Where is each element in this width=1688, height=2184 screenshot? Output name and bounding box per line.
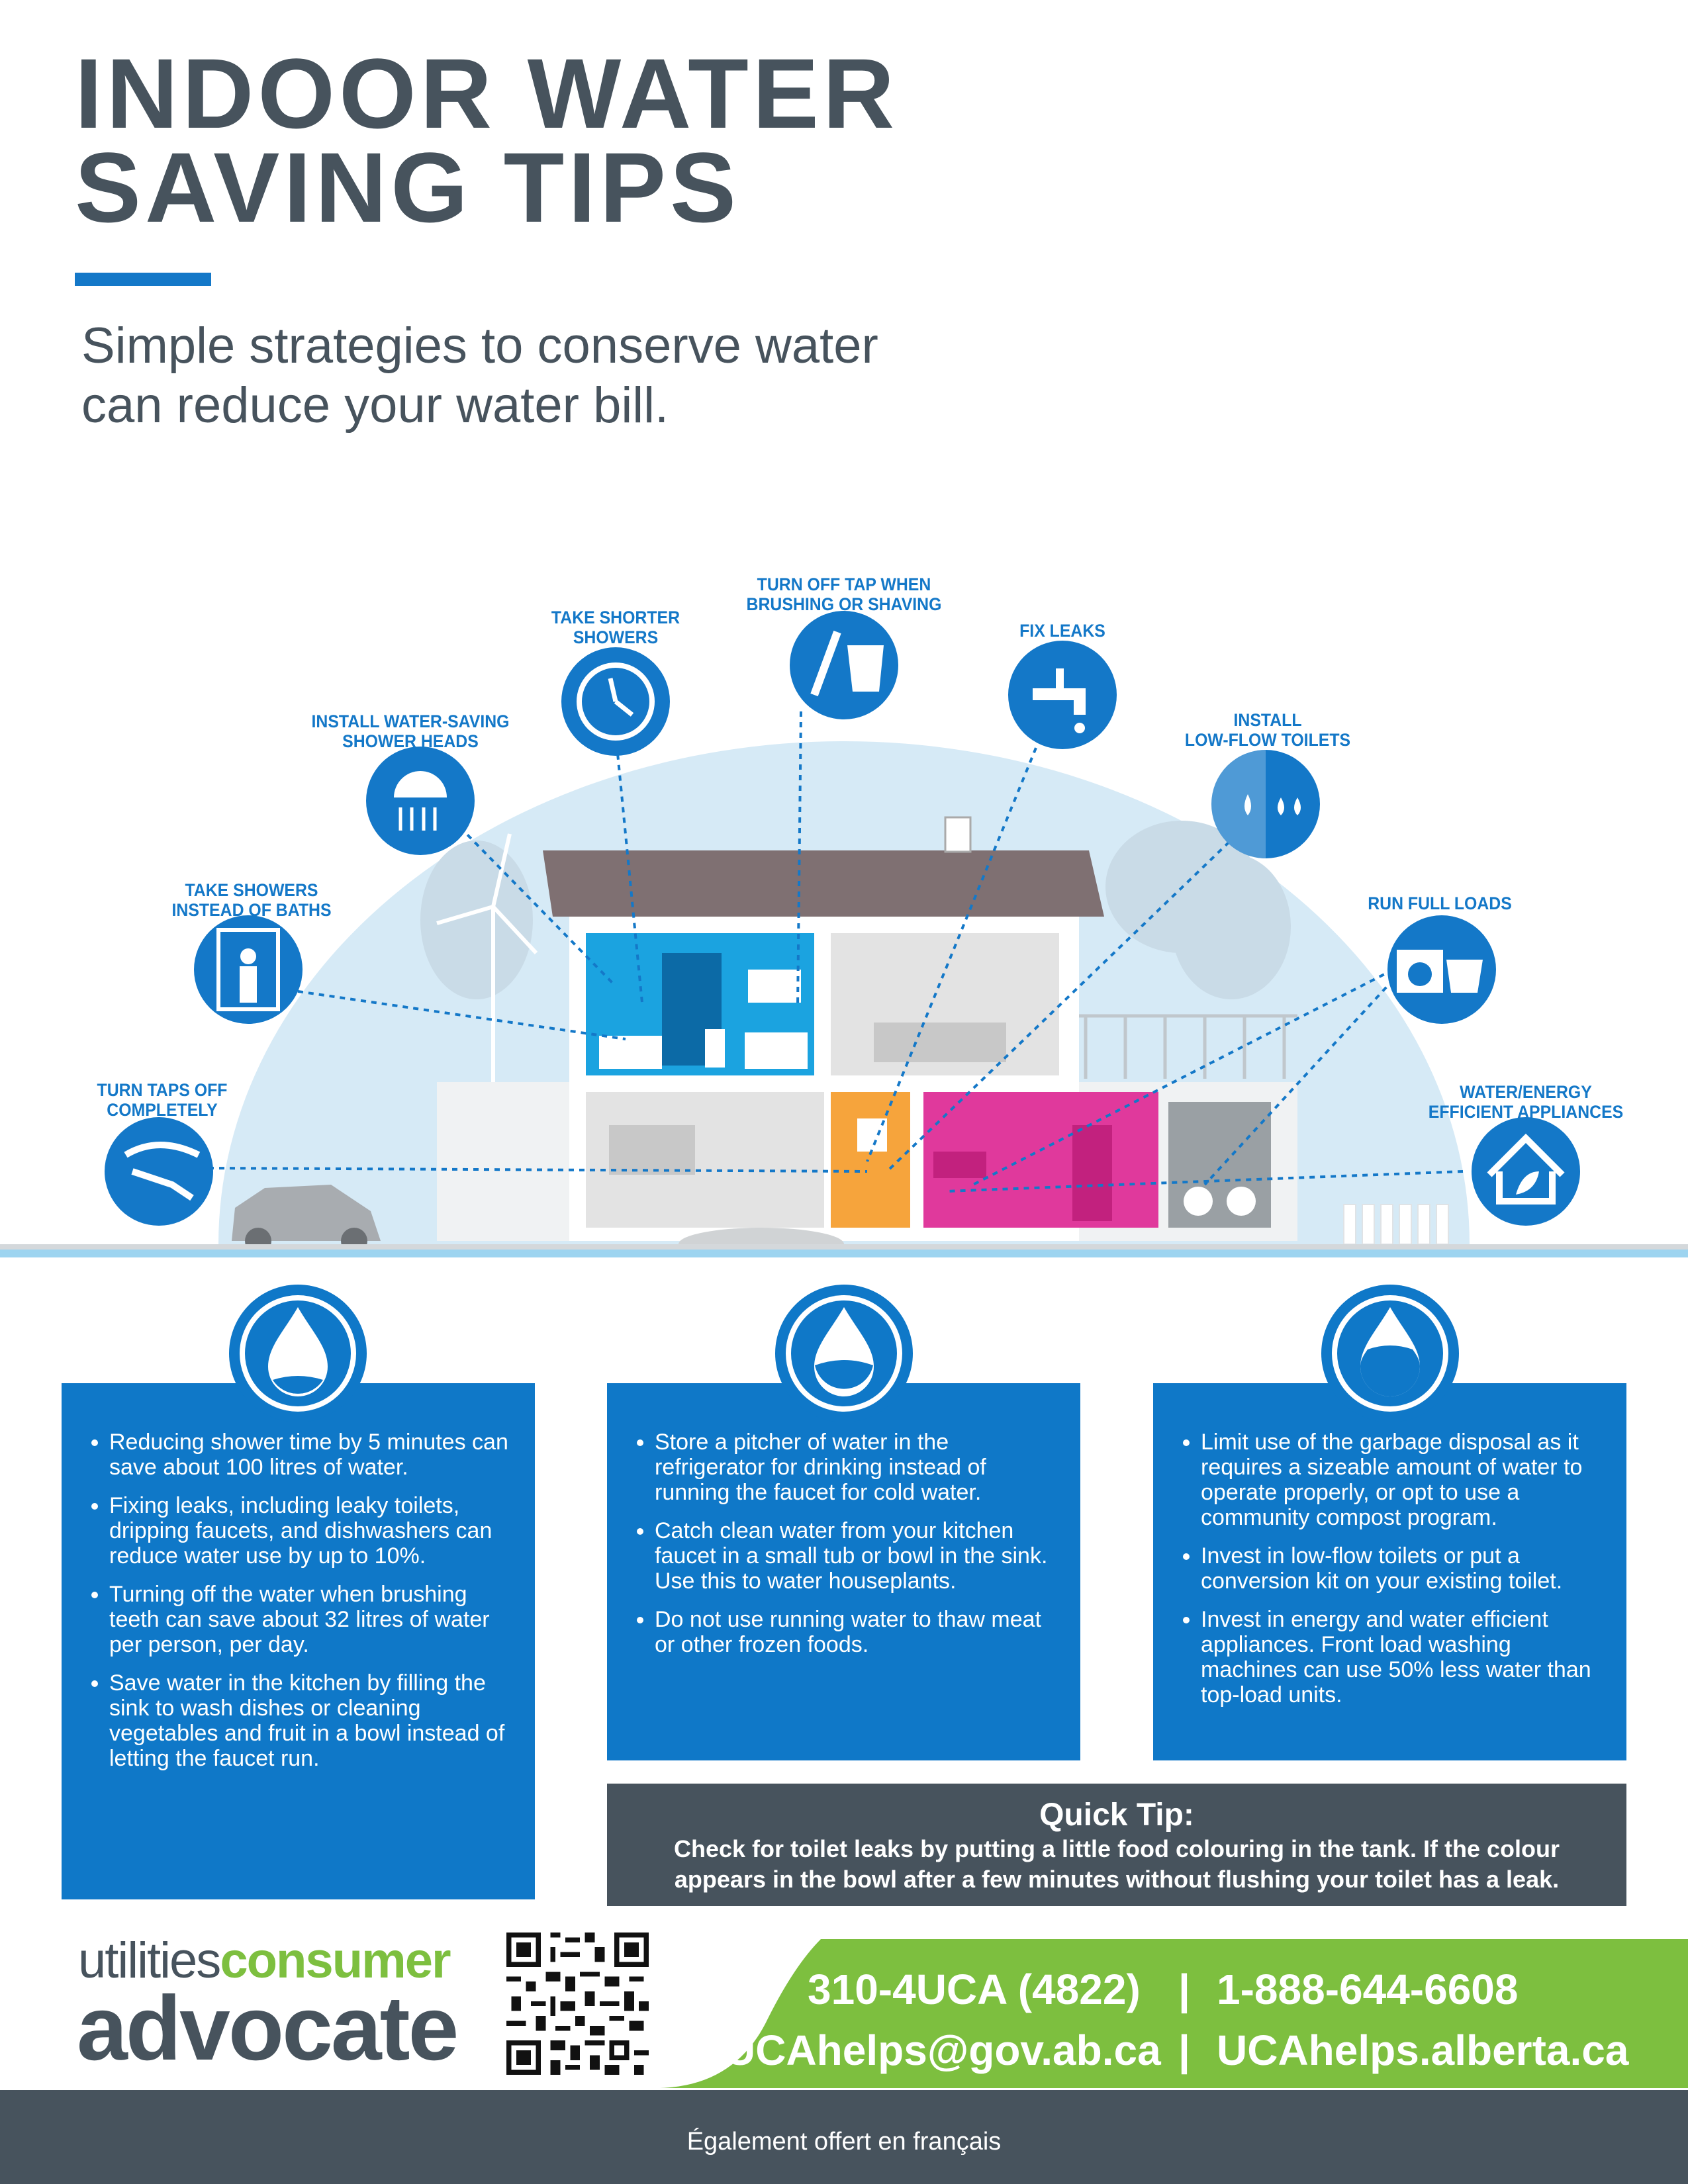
water-drop-low-icon [229,1285,367,1422]
house-scene-svg [0,611,1688,1334]
fence [1343,1204,1449,1245]
fix-leaks-circle [1008,641,1117,749]
tip-label-low-flow-toilets: INSTALL LOW-FLOW TOILETS [1173,710,1362,750]
tip-label-full-loads: RUN FULL LOADS [1360,893,1519,913]
tip-label-line: INSTALL WATER-SAVING [311,711,510,731]
tip-label-line: FIX LEAKS [1019,621,1105,641]
house-roof [543,850,1104,917]
quick-tip-text: Check for toilet leaks by putting a litt… [673,1835,1560,1893]
separator: | [1178,2026,1190,2074]
tap-brushing-circle [790,611,898,719]
low-flow-toilets-circle [1211,750,1320,858]
tip-box-2: Store a pitcher of water in the refriger… [607,1383,1080,1760]
tip-label-efficient-appliances: WATER/ENERGY EFFICIENT APPLIANCES [1416,1082,1635,1122]
tip-box-1: Reducing shower time by 5 minutes can sa… [62,1383,535,1899]
phone-toll-free[interactable]: 1-888-644-6608 [1217,1966,1519,2013]
tip-label-line: INSTEAD OF BATHS [171,900,332,920]
tip-label-line: SHOWERS [573,627,659,647]
title-underline [75,273,211,286]
tip-label-turn-taps-off: TURN TAPS OFF COMPLETELY [83,1080,241,1120]
tip-label-line: TURN OFF TAP WHEN [757,574,931,594]
tip-list-2: Store a pitcher of water in the refriger… [630,1430,1060,1657]
bathroom-vanity [745,1032,808,1069]
list-item: Store a pitcher of water in the refriger… [655,1430,1060,1505]
subtitle-line-2: can reduce your water bill. [81,377,669,433]
background-trees [420,821,1291,999]
oven [1072,1125,1112,1221]
house-illustration: TURN TAPS OFF COMPLETELY TAKE SHOWERS IN… [0,510,1688,1334]
tip-label-line: INSTALL [1233,710,1302,730]
tip-label-line: BRUSHING OR SHAVING [746,594,942,614]
qr-code-icon[interactable] [506,1933,649,2075]
tip-label-line: EFFICIENT APPLIANCES [1428,1102,1624,1122]
list-item: Invest in energy and water efficient app… [1201,1607,1607,1707]
logo-consumer: consumer [220,1933,451,1989]
tip-label-line: RUN FULL LOADS [1368,893,1512,913]
efficient-appliances-circle [1472,1117,1580,1226]
chimney [944,816,972,853]
tip-label-line: TAKE SHOWERS [185,880,318,900]
website-link[interactable]: UCAhelps.alberta.ca [1217,2026,1629,2074]
microwave [933,1152,986,1178]
list-item: Fixing leaks, including leaky toilets, d… [109,1493,515,1569]
bathtub [599,1036,662,1069]
list-item: Do not use running water to thaw meat or… [655,1607,1060,1657]
water-drop-half-icon [775,1285,913,1422]
tip-label-line: TAKE SHORTER [551,608,680,627]
separator: | [1178,1966,1190,2013]
deck-railing [1079,1014,1297,1079]
bed [874,1023,1006,1062]
toilet-upstairs [705,1029,725,1068]
full-loads-circle [1387,915,1496,1024]
quick-tip-title: Quick Tip: [1039,1797,1194,1833]
list-item: Invest in low-flow toilets or put a conv… [1201,1543,1607,1594]
list-item: Turning off the water when brushing teet… [109,1582,515,1657]
tip-list-1: Reducing shower time by 5 minutes can sa… [84,1430,515,1771]
list-item: Catch clean water from your kitchen fauc… [655,1518,1060,1594]
showers-not-baths-circle [194,915,303,1024]
tip-label-showers-not-baths: TAKE SHOWERS INSTEAD OF BATHS [157,880,346,920]
washer [1184,1187,1213,1216]
tip-label-line: COMPLETELY [107,1100,218,1120]
water-band-light [0,1250,1688,1283]
tip-label-line: TURN TAPS OFF [97,1080,228,1100]
shower-heads-circle [366,747,475,855]
quick-tip-panel: Quick Tip: Check for toilet leaks by put… [607,1784,1626,1906]
dryer [1227,1187,1256,1216]
ground-line [0,1244,1688,1250]
laundry-room [1168,1102,1271,1228]
french-availability-note: Également offert en français [686,2128,1002,2156]
contact-band-shape [655,1939,1688,2088]
title-line-1: INDOOR WATER [75,38,899,149]
subtitle-line-1: Simple strategies to conserve water [81,318,878,374]
subtitle: Simple strategies to conserve water can … [81,316,1008,435]
bathroom-mirror [748,970,801,1003]
page-title: INDOOR WATER SAVING TIPS [75,38,899,243]
turn-taps-off-circle [105,1117,213,1226]
title-line-2: SAVING TIPS [75,132,741,243]
shorter-showers-circle [561,647,670,756]
tip-label-shorter-showers: TAKE SHORTER SHOWERS [530,608,701,647]
phone-local[interactable]: 310-4UCA (4822) [808,1966,1141,2013]
water-drop-full-icon [1321,1285,1459,1422]
logo-utilities: utilities [78,1933,221,1989]
tip-label-shower-heads: INSTALL WATER-SAVING SHOWER HEADS [301,711,520,751]
tip-box-3: Limit use of the garbage disposal as it … [1153,1383,1626,1760]
list-item: Save water in the kitchen by filling the… [109,1670,515,1771]
list-item: Reducing shower time by 5 minutes can sa… [109,1430,515,1480]
tip-list-3: Limit use of the garbage disposal as it … [1176,1430,1607,1707]
half-bath [831,1092,910,1228]
footer-bar [0,2090,1688,2184]
connector-lines [208,711,1464,1193]
tip-label-fix-leaks: FIX LEAKS [998,621,1126,641]
tip-label-line: WATER/ENERGY [1460,1082,1592,1102]
tv [609,1125,695,1175]
email-link[interactable]: UCAhelps@gov.ab.ca [725,2026,1161,2074]
tip-label-line: SHOWER HEADS [342,731,479,751]
tip-label-tap-brushing: TURN OFF TAP WHEN BRUSHING OR SHAVING [737,574,951,614]
logo-advocate: advocate [77,1978,459,2079]
list-item: Limit use of the garbage disposal as it … [1201,1430,1607,1530]
uca-logo-top: utilitiesconsumer [78,1931,451,1991]
tip-label-line: LOW-FLOW TOILETS [1184,730,1351,750]
